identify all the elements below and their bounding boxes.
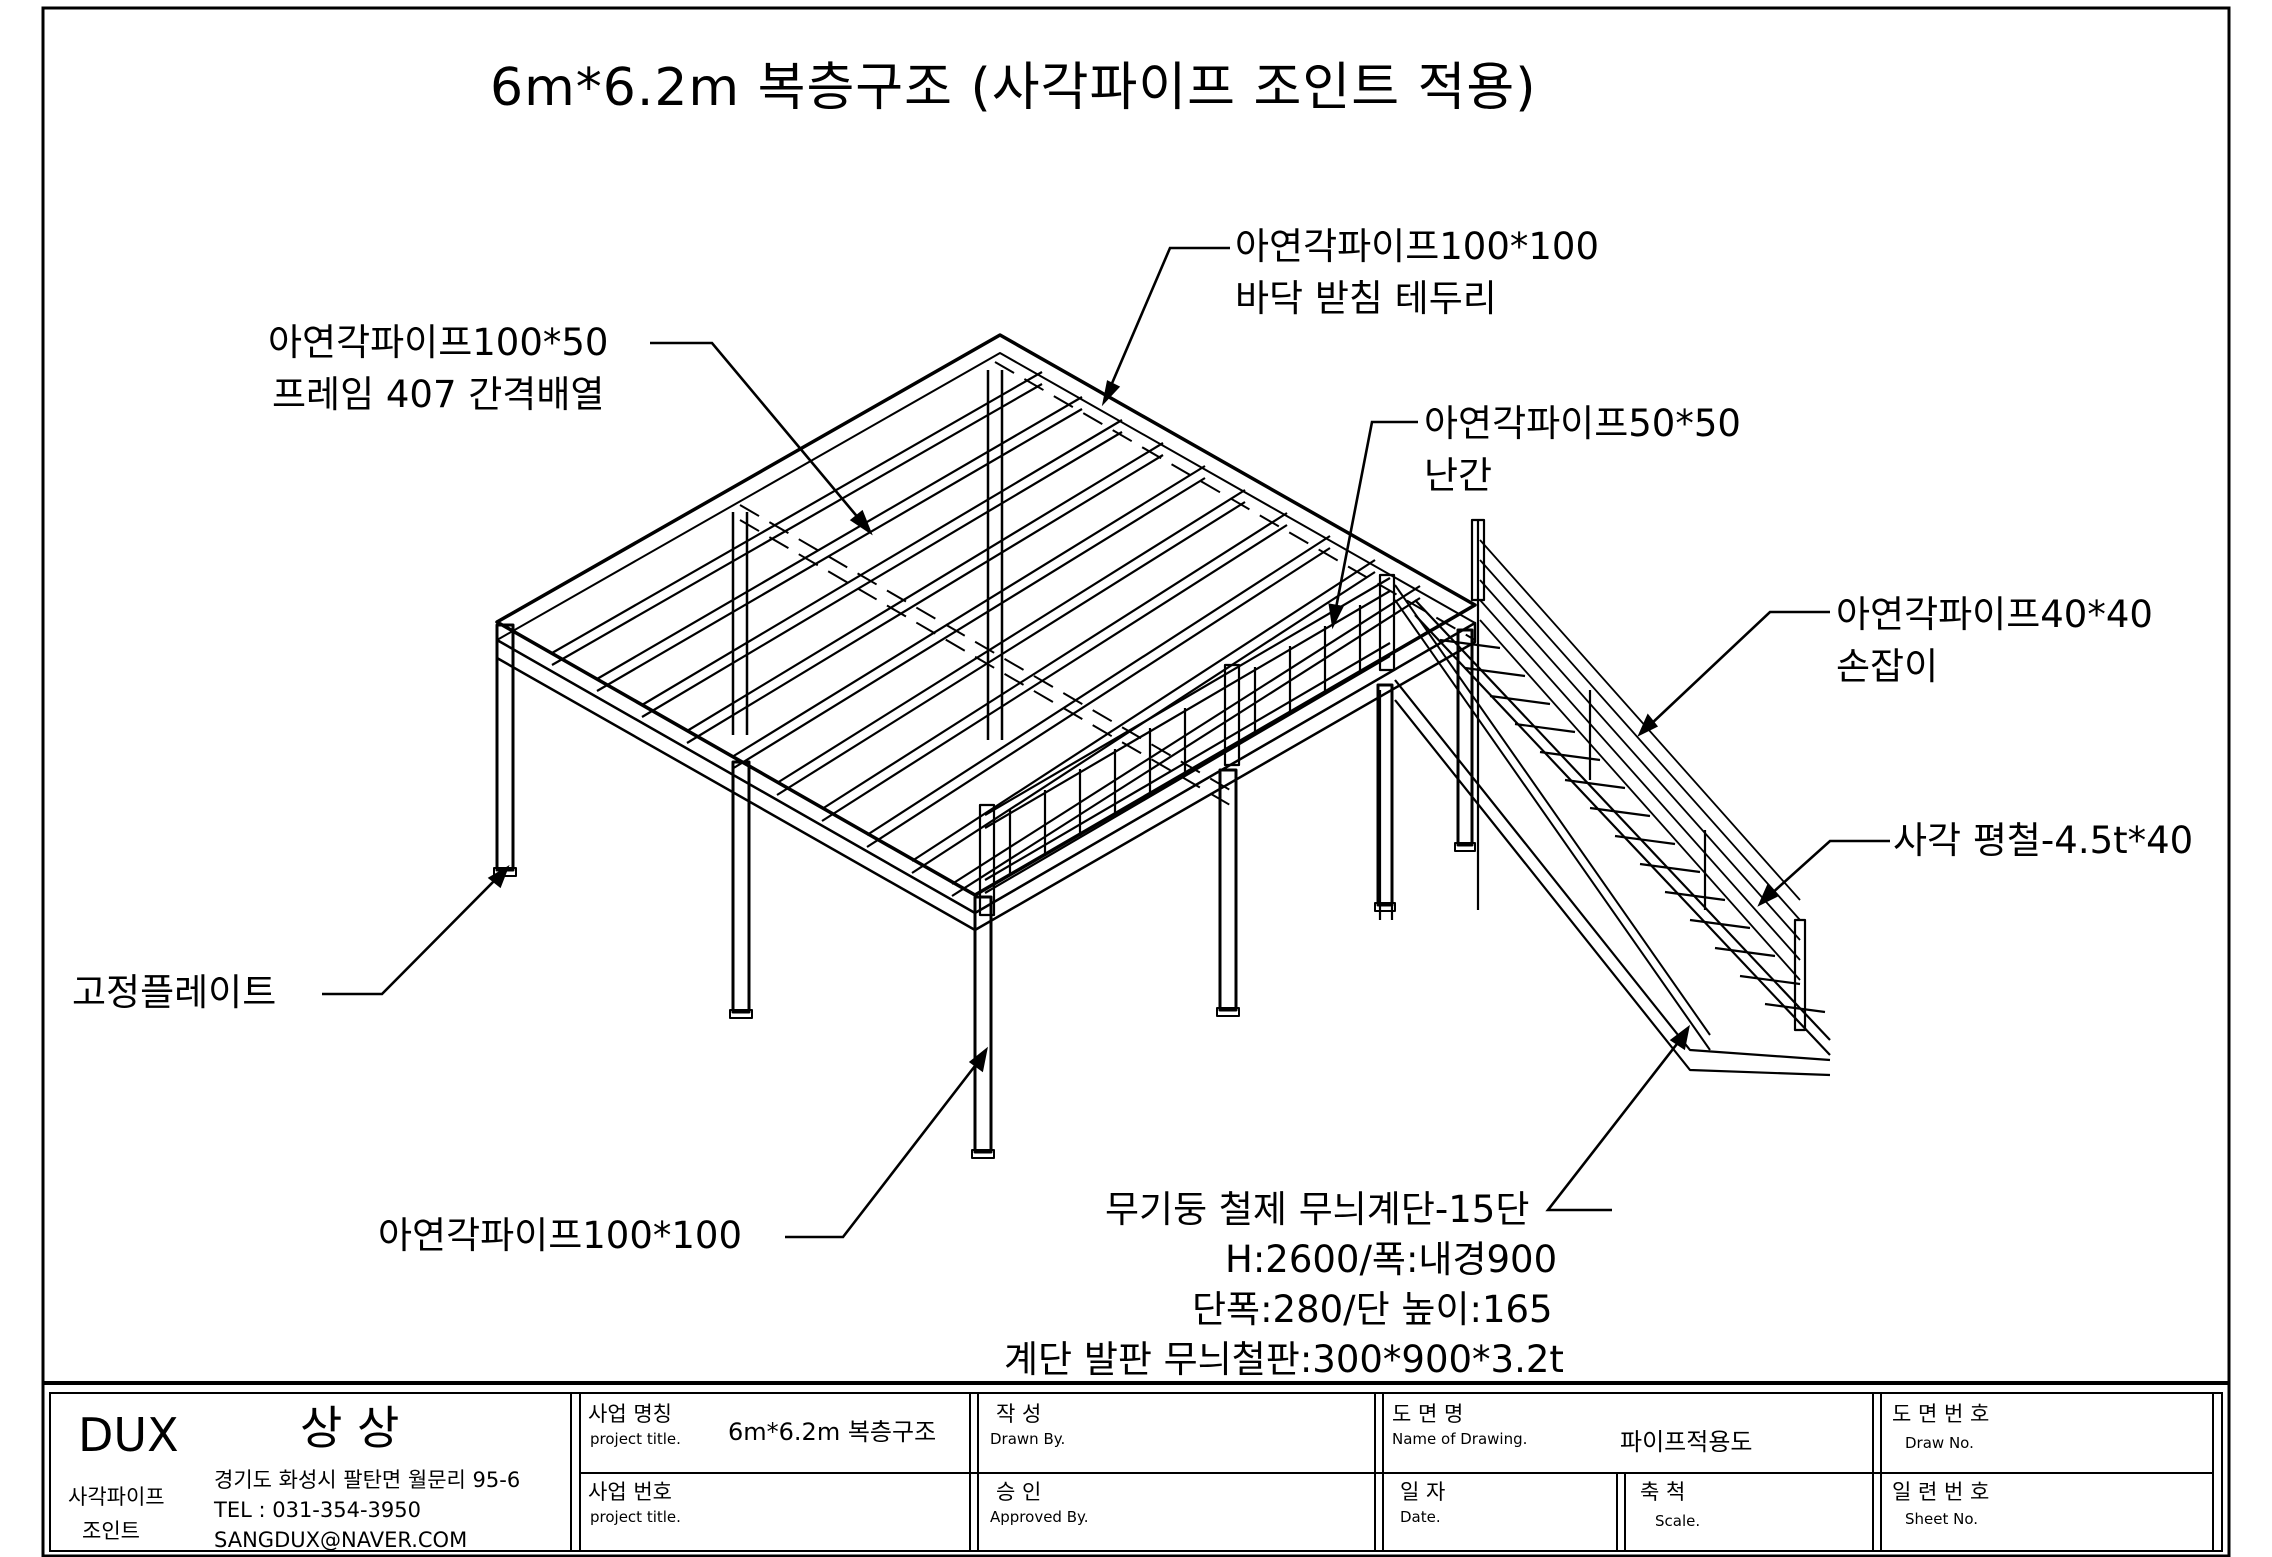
drawing-name-value: 파이프적용도 [1620, 1428, 1753, 1456]
project-name-label: 사업 명칭 [588, 1402, 672, 1426]
deck-joists [551, 371, 1421, 897]
company-email: SANGDUX@NAVER.COM [214, 1528, 468, 1552]
back-columns [731, 370, 1004, 740]
deck-rim [495, 333, 1477, 932]
drawn-label: 작 성 [996, 1402, 1042, 1426]
approved-en: Approved By. [990, 1508, 1089, 1526]
title-block [43, 1381, 2229, 1552]
railing-label-2: 난간 [1424, 454, 1493, 497]
brand-line-1: 사각파이프 [68, 1485, 165, 1509]
draw-no-label: 도 면 번 호 [1892, 1402, 1990, 1426]
approved-label: 승 인 [996, 1480, 1042, 1504]
sheet-border [41, 6, 2231, 1557]
frame-label-1: 아연각파이프100*50 [268, 321, 609, 364]
sheet-no-label: 일 련 번 호 [1892, 1480, 1990, 1504]
drawing-name-label: 도 면 명 [1392, 1402, 1464, 1426]
mezzanine-structure [493, 333, 1831, 1159]
company-tel: TEL : 031-354-3950 [214, 1498, 421, 1522]
handrail-label-1: 아연각파이프40*40 [1836, 593, 2153, 636]
brand-line-2: 조인트 [82, 1519, 140, 1543]
leader-lines [322, 246, 1890, 1239]
handrail-label-2: 손잡이 [1836, 645, 1939, 688]
base-plates [493, 842, 1476, 1159]
project-no-label: 사업 번호 [588, 1480, 672, 1504]
stair-label-4: 계단 발판 무늬철판:300*900*3.2t [1004, 1338, 1564, 1381]
scale-en: Scale. [1655, 1512, 1701, 1530]
drawing-name-en: Name of Drawing. [1392, 1430, 1528, 1448]
deck-railing [978, 573, 1396, 917]
project-name-en: project title. [590, 1430, 681, 1448]
date-en: Date. [1400, 1508, 1441, 1526]
draw-no-en: Draw No. [1905, 1434, 1974, 1452]
flat-bar-label: 사각 평철-4.5t*40 [1893, 819, 2194, 862]
staircase [1378, 518, 1831, 1077]
stair-label-3: 단폭:280/단 높이:165 [1192, 1288, 1553, 1331]
stair-treads [1439, 638, 1826, 1014]
sheet-no-en: Sheet No. [1905, 1510, 1979, 1528]
frame-label-2: 프레임 407 간격배열 [272, 373, 605, 416]
drawing-title: 6m*6.2m 복층구조 (사각파이프 조인트 적용) [490, 58, 1537, 118]
date-label: 일 자 [1400, 1480, 1446, 1504]
base-plate-label: 고정플레이트 [72, 971, 277, 1014]
project-no-en: project title. [590, 1508, 681, 1526]
company-address: 경기도 화성시 팔탄면 월문리 95-6 [214, 1468, 521, 1492]
stair-label-2: H:2600/폭:내경900 [1225, 1238, 1558, 1281]
stair-label-1: 무기둥 철제 무늬계단-15단 [1105, 1188, 1530, 1231]
railing-label-1: 아연각파이프50*50 [1424, 402, 1741, 445]
company-name: DUX [78, 1408, 179, 1462]
column-label: 아연각파이프100*100 [378, 1214, 742, 1257]
top-rim-label-1: 아연각파이프100*100 [1235, 225, 1599, 268]
company-sub: 상 상 [300, 1401, 400, 1455]
scale-label: 축 척 [1640, 1480, 1686, 1504]
top-rim-label-2: 바닥 받침 테두리 [1235, 277, 1497, 320]
project-name-value: 6m*6.2m 복층구조 [728, 1418, 937, 1446]
drawn-en: Drawn By. [990, 1430, 1066, 1448]
